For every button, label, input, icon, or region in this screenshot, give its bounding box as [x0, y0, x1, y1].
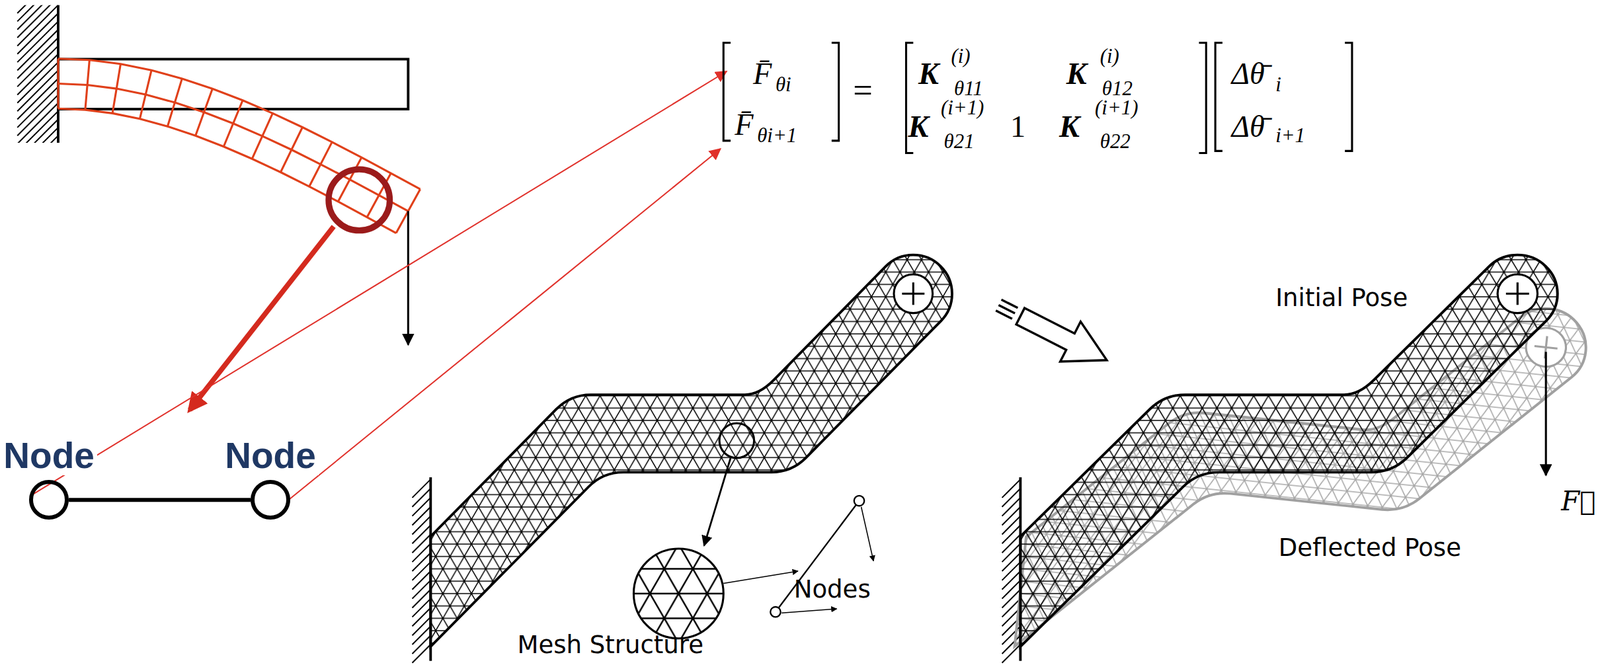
node-outline: [249, 479, 291, 521]
equation-symbol: K: [1066, 58, 1087, 90]
illustration-part: [723, 42, 731, 141]
equation-symbol: K: [1059, 111, 1080, 143]
illustration-part: [854, 495, 865, 506]
force-arrow: [1545, 351, 1548, 476]
illustration-part: [58, 83, 408, 212]
transition-arrow: [988, 284, 1117, 381]
equation-symbol: θ21: [944, 131, 975, 153]
equation-symbol: θi: [775, 74, 792, 96]
zoom-arrow: [189, 226, 334, 411]
node-label: Node: [222, 435, 319, 477]
equation-symbol: i: [1275, 74, 1282, 96]
node-circle-shape: [252, 481, 289, 518]
pose-label: Deflected Pose: [1276, 535, 1464, 560]
node-label: Node: [0, 435, 98, 477]
illustration-part: [430, 255, 953, 647]
illustration-part: [770, 606, 781, 617]
illustration-part: [1020, 255, 1558, 647]
equation-symbol: F̄: [753, 58, 772, 90]
annotation-label: Mesh Structure: [517, 632, 704, 658]
equation-symbol: K: [918, 58, 939, 90]
illustration-part: [17, 5, 59, 143]
undeformed-beam: [58, 58, 408, 110]
equation-symbol: K: [908, 111, 929, 143]
node-pointer: [781, 608, 837, 613]
mesh-detail: [633, 548, 724, 639]
illustration-part: [1198, 42, 1206, 154]
equation-symbol: F̄: [734, 109, 754, 141]
annotation-label: Nodes: [794, 577, 871, 602]
equation-symbol: (i): [1100, 46, 1120, 67]
zoom-circle: [719, 423, 754, 458]
illustration-part: [1497, 274, 1538, 314]
illustration-part: [995, 299, 1018, 319]
force-label: F⃗: [1560, 487, 1596, 515]
mesh-link: [430, 255, 953, 647]
equation-symbol: 1: [1010, 111, 1026, 143]
equation-symbol: Δθ̄: [1231, 111, 1265, 143]
illustration-part: [1010, 296, 1117, 381]
initial-link: [1020, 255, 1558, 647]
illustration-part: [901, 282, 925, 305]
illustration-part: [893, 274, 933, 314]
wall-support: [17, 0, 59, 177]
pose-label: Initial Pose: [1273, 285, 1410, 311]
equation-symbol: θ22: [1100, 131, 1131, 153]
illustration-part: [58, 108, 397, 233]
node-pointer: [861, 507, 875, 562]
illustration-part: [831, 42, 840, 141]
illustration-part: [58, 58, 421, 234]
zoom-circle: [328, 169, 391, 231]
equation-symbol: θ12: [1102, 78, 1133, 100]
illustration-part: [1215, 42, 1223, 152]
node-circle: Node: [222, 435, 319, 521]
matrix-brackets: [723, 42, 1353, 154]
equation-symbol: i+1: [1275, 125, 1306, 147]
illustration-part: [412, 479, 432, 664]
deflected-beam-mesh: [58, 58, 421, 234]
equation-symbol: Δθ̄: [1231, 58, 1265, 90]
equation-symbol: θi+1: [757, 125, 797, 147]
zoom-arrow: [704, 458, 731, 547]
node-circle: Node: [0, 435, 98, 521]
equation-symbol: (i): [950, 46, 970, 67]
wall-support: [412, 477, 432, 664]
equation-symbol: (i+1): [940, 97, 984, 119]
detail-arrow: [723, 571, 799, 584]
node-outline: [28, 479, 70, 521]
node-circle-shape: [31, 481, 67, 518]
load-arrow: [407, 210, 410, 345]
equation-symbol: (i+1): [1094, 97, 1138, 119]
equation-symbol: =: [852, 72, 873, 108]
illustration-part: [17, 5, 59, 143]
illustration-part: [1506, 282, 1530, 305]
equation-symbol: θ11: [954, 78, 984, 100]
node-link: [68, 497, 251, 502]
illustration-part: [1344, 42, 1353, 152]
